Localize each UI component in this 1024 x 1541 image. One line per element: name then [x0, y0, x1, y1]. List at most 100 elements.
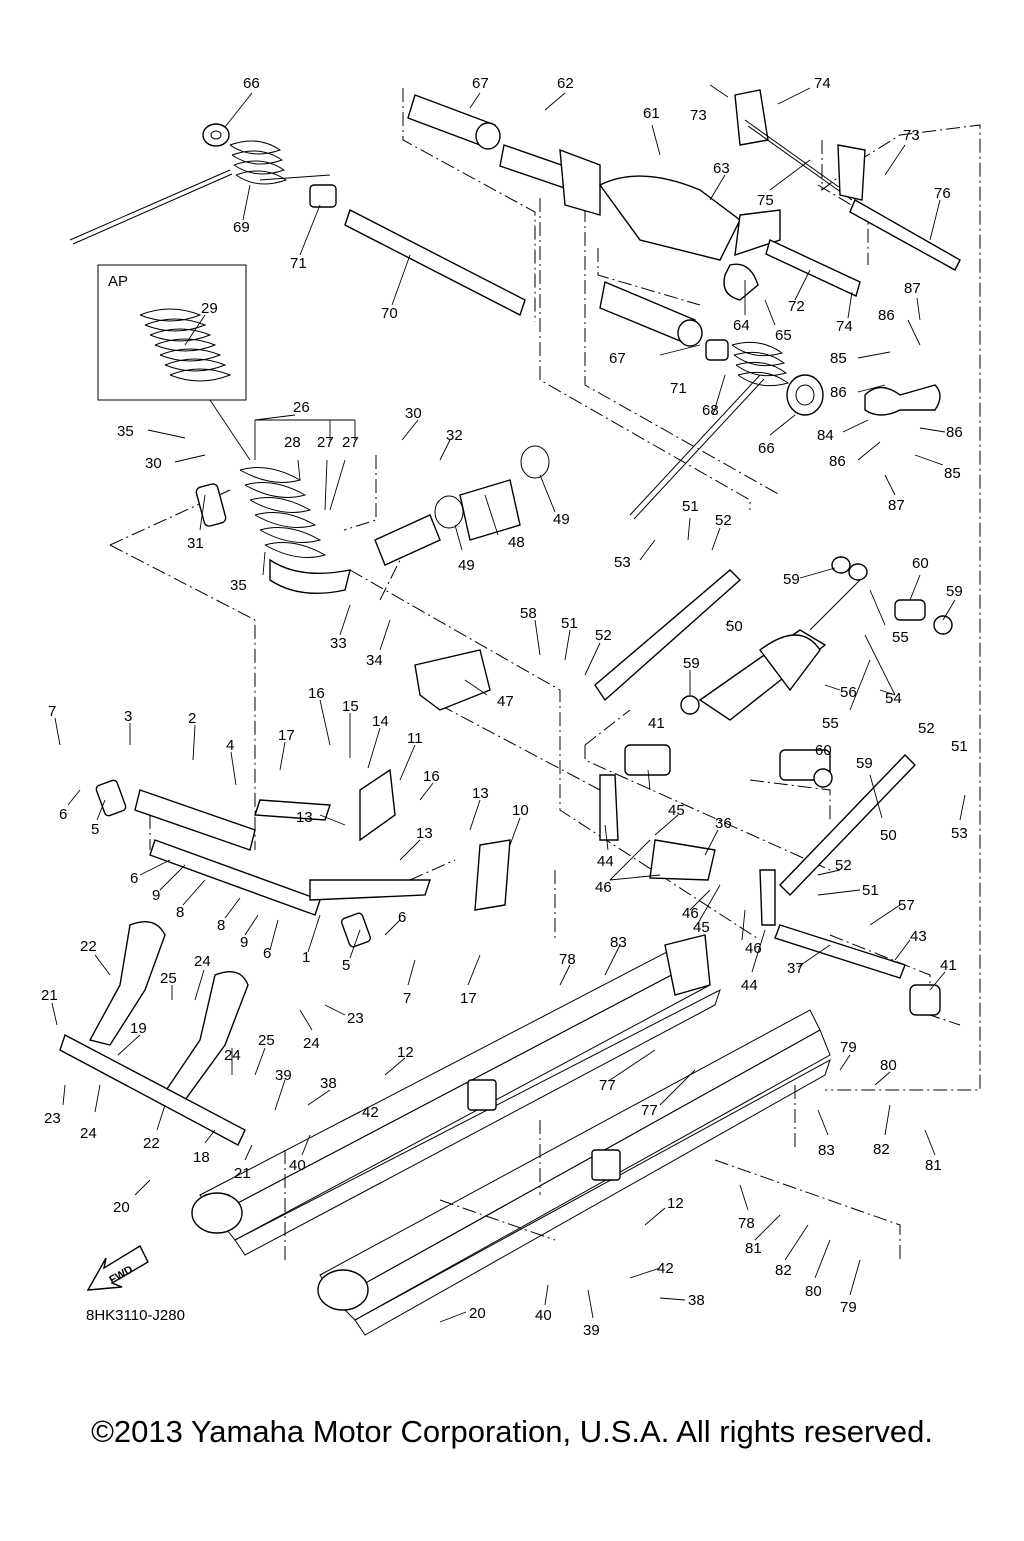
callout-8a: 8 [176, 904, 184, 921]
callout-44a: 44 [597, 853, 614, 870]
callout-77a: 77 [599, 1077, 616, 1094]
callout-74b: 74 [836, 318, 853, 335]
callout-64: 64 [733, 317, 750, 334]
callout-73a: 73 [690, 107, 707, 124]
callout-15: 15 [342, 698, 359, 715]
drawing-code: 8HK3110-J280 [86, 1307, 185, 1324]
callout-16b: 16 [423, 768, 440, 785]
callout-79a: 79 [840, 1039, 857, 1056]
callout-23a: 23 [347, 1010, 364, 1027]
callout-6a: 6 [59, 806, 67, 823]
callout-59d: 59 [856, 755, 873, 772]
copyright-footer: ©2013 Yamaha Motor Corporation, U.S.A. A… [91, 1414, 933, 1449]
callout-78a: 78 [559, 951, 576, 968]
callout-52b: 52 [595, 627, 612, 644]
callout-9a: 9 [152, 887, 160, 904]
callout-65: 65 [775, 327, 792, 344]
callout-23b: 23 [44, 1110, 61, 1127]
callout-25b: 25 [258, 1032, 275, 1049]
callout-7a: 7 [48, 703, 56, 720]
spring-29-icon [139, 308, 232, 382]
callout-67b: 67 [609, 350, 626, 367]
callout-39b: 39 [583, 1322, 600, 1339]
callout-12b: 12 [667, 1195, 684, 1212]
callout-46c: 46 [745, 940, 762, 957]
callout-4: 4 [226, 737, 234, 754]
callout-81a: 81 [925, 1157, 942, 1174]
callout-38b: 38 [688, 1292, 705, 1309]
callout-40a: 40 [289, 1157, 306, 1174]
callout-85a: 85 [830, 350, 847, 367]
callout-13a: 13 [296, 809, 313, 826]
callout-6b: 6 [130, 870, 138, 887]
callout-75: 75 [757, 192, 774, 209]
callout-36: 36 [715, 815, 732, 832]
callout-79b: 79 [840, 1299, 857, 1316]
callout-24d: 24 [80, 1125, 97, 1142]
callout-42a: 42 [362, 1104, 379, 1121]
callout-78b: 78 [738, 1215, 755, 1232]
callout-70: 70 [381, 305, 398, 322]
callout-30b: 30 [145, 455, 162, 472]
callout-47: 47 [497, 693, 514, 710]
callout-16a: 16 [308, 685, 325, 702]
callout-29: 29 [201, 300, 218, 317]
callout-6d: 6 [263, 945, 271, 962]
callout-43: 43 [910, 928, 927, 945]
callout-45a: 45 [668, 802, 685, 819]
callout-82a: 82 [873, 1141, 890, 1158]
callout-82b: 82 [775, 1262, 792, 1279]
callout-52c: 52 [918, 720, 935, 737]
callout-53a: 53 [614, 554, 631, 571]
callout-50b: 50 [880, 827, 897, 844]
callout-41b: 41 [940, 957, 957, 974]
callout-33: 33 [330, 635, 347, 652]
callout-25a: 25 [160, 970, 177, 987]
callout-31: 31 [187, 535, 204, 552]
callout-71b: 71 [670, 380, 687, 397]
callout-59b: 59 [946, 583, 963, 600]
callout-60a: 60 [912, 555, 929, 572]
callout-76: 76 [934, 185, 951, 202]
front-arm-assembly [95, 768, 511, 948]
callout-52d: 52 [835, 857, 852, 874]
callout-7b: 7 [403, 990, 411, 1007]
callout-72: 72 [788, 298, 805, 315]
callout-77b: 77 [641, 1102, 658, 1119]
callout-17a: 17 [278, 727, 295, 744]
callout-86d: 86 [829, 453, 846, 470]
callout-35b: 35 [230, 577, 247, 594]
callout-83b: 83 [818, 1142, 835, 1159]
callout-71a: 71 [290, 255, 307, 272]
callout-61: 61 [643, 105, 660, 122]
callout-51d: 51 [862, 882, 879, 899]
callout-66a: 66 [243, 75, 260, 92]
callout-55a: 55 [892, 629, 909, 646]
callout-51c: 51 [951, 738, 968, 755]
callout-44b: 44 [741, 977, 758, 994]
callout-80b: 80 [805, 1283, 822, 1300]
callout-50a: 50 [726, 618, 743, 635]
callout-21b: 21 [234, 1165, 251, 1182]
callout-5a: 5 [91, 821, 99, 838]
callout-86c: 86 [946, 424, 963, 441]
callout-24a: 24 [194, 953, 211, 970]
callout-87a: 87 [904, 280, 921, 297]
callout-13b: 13 [472, 785, 489, 802]
rear-shock-assembly [195, 445, 550, 711]
leader-lines [51, 84, 966, 1323]
callout-12a: 12 [397, 1044, 414, 1061]
callout-14: 14 [372, 713, 389, 730]
callout-46a: 46 [595, 879, 612, 896]
callout-30a: 30 [405, 405, 422, 422]
callout-22a: 22 [80, 938, 97, 955]
ap-box-label: AP [108, 273, 129, 290]
callout-27a: 27 [317, 434, 334, 451]
callout-54: 54 [885, 690, 902, 707]
callout-56: 56 [840, 684, 857, 701]
callout-2: 2 [188, 710, 196, 727]
callout-1: 1 [302, 949, 310, 966]
callout-87b: 87 [888, 497, 905, 514]
callout-84: 84 [817, 427, 834, 444]
